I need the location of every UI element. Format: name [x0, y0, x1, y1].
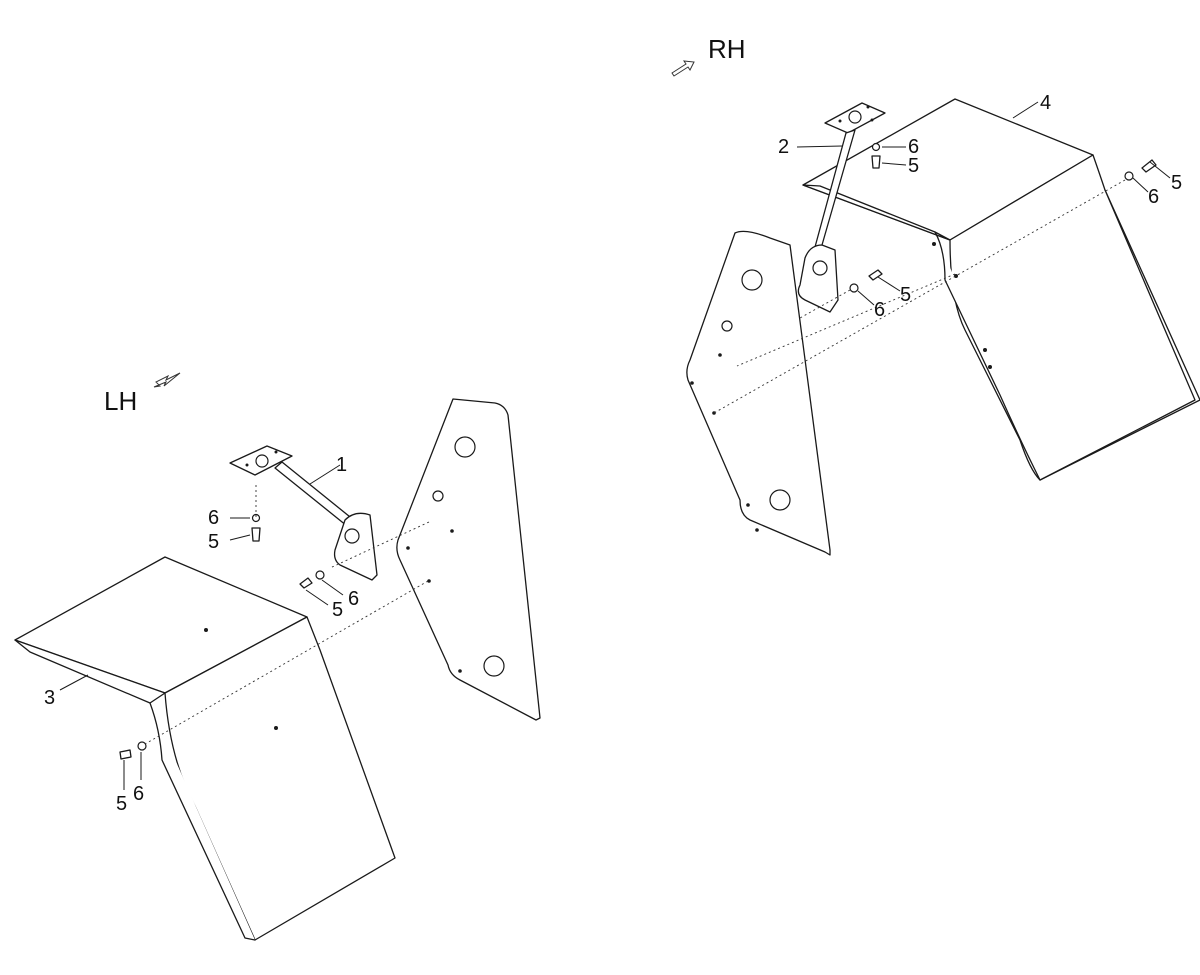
mounting-plate-lh [396, 398, 541, 721]
callout-5: 5 [208, 531, 219, 553]
rh-assembly: RH [671, 34, 1200, 556]
hardware-rh [849, 142, 1157, 293]
alignment-line [329, 521, 430, 569]
fender-rh [802, 98, 1200, 481]
callout-5: 5 [332, 599, 343, 621]
callout-6: 6 [208, 507, 219, 529]
callout-6: 6 [133, 783, 144, 805]
bracket-lh [229, 445, 378, 581]
callout-6: 6 [874, 299, 885, 321]
lh-assembly: LH [14, 372, 541, 941]
rh-side-label: RH [708, 34, 746, 64]
callout-3: 3 [44, 687, 55, 709]
callout-5: 5 [116, 793, 127, 815]
fender-lh [14, 556, 396, 941]
callouts: 4 2 6 5 5 6 5 6 1 6 5 5 6 3 5 6 [44, 92, 1182, 815]
alignment-line [713, 179, 1126, 414]
callout-2: 2 [778, 136, 789, 158]
callout-6: 6 [908, 136, 919, 158]
callout-5: 5 [1171, 172, 1182, 194]
callout-5: 5 [900, 284, 911, 306]
callout-4: 4 [1040, 92, 1051, 114]
hardware-lh [119, 513, 325, 760]
callout-6: 6 [348, 588, 359, 610]
rh-direction-arrow [671, 60, 695, 77]
bracket-rh [797, 102, 886, 313]
callout-6: 6 [1148, 186, 1159, 208]
callout-1: 1 [336, 454, 347, 476]
lh-side-label: LH [104, 386, 137, 416]
mounting-plate-rh [686, 230, 831, 556]
callout-5: 5 [908, 155, 919, 177]
lh-direction-arrow [153, 372, 181, 388]
